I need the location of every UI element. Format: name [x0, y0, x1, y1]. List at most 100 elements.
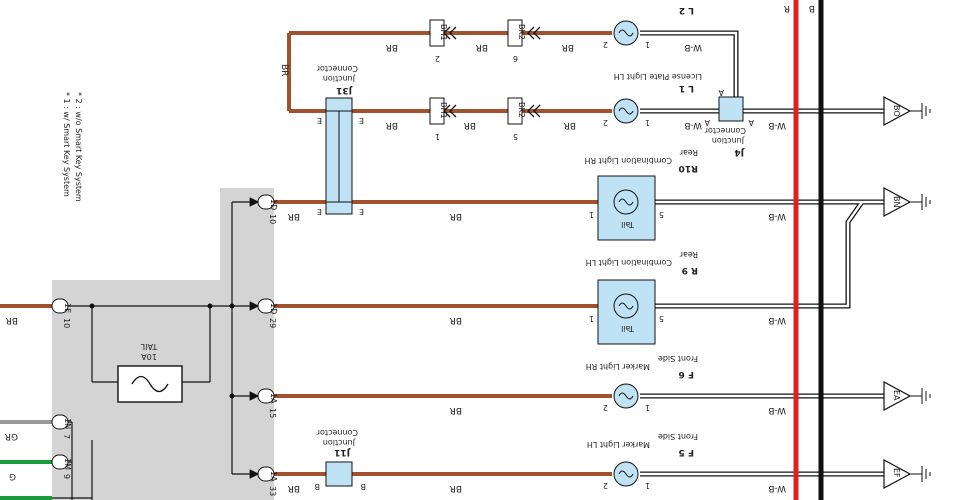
f6-name-2: Marker Light RH	[586, 362, 650, 371]
svg-text:BR: BR	[6, 315, 18, 325]
connector-1m	[51, 454, 69, 470]
r9-tag: Tail	[621, 324, 635, 333]
bk2-pin: 6	[513, 54, 518, 63]
svg-text:W-B: W-B	[768, 211, 786, 221]
svg-text:W-B: W-B	[768, 483, 786, 493]
j31-line1: Junction	[323, 74, 356, 83]
svg-text:BR: BR	[450, 315, 462, 325]
bh1-pin: 1	[435, 132, 440, 141]
bk2-label: BK2	[517, 102, 526, 118]
svg-text:BR: BR	[450, 483, 462, 493]
splice-arrows	[443, 26, 541, 118]
connector-code: 1E	[63, 303, 72, 313]
l1-name: License Plate Light LH	[614, 72, 702, 81]
splice-bk2-top	[507, 19, 523, 47]
connector-pin: 10	[268, 214, 277, 224]
internal-wiring	[52, 197, 260, 500]
ground-ef	[883, 458, 931, 490]
splice-dot	[89, 303, 95, 309]
j4-pin: A	[704, 118, 710, 127]
fuse-rating: 10A	[141, 352, 157, 361]
j11-pin: B	[361, 482, 367, 491]
note-no-smart-key: * 2 : w/o Smart Key System	[74, 92, 83, 202]
ground-label: BO	[892, 105, 901, 117]
j11-pin: B	[315, 482, 321, 491]
r9-code: R 9	[682, 265, 698, 275]
splice-dot	[207, 303, 213, 309]
lamp-l2	[613, 20, 639, 46]
l1-code: L 1	[679, 83, 694, 93]
svg-text:W-B: W-B	[768, 120, 786, 130]
splice-bk2-bot	[507, 97, 523, 125]
r10-name-1: Rear	[679, 148, 698, 157]
fuse-name: TAIL	[140, 342, 158, 351]
f5-pin-a: 2	[603, 481, 608, 490]
lamp-f6	[613, 383, 639, 409]
splice-dot	[229, 393, 235, 399]
svg-text:BR: BR	[562, 42, 574, 52]
r9-name-2: Combination Light LH	[586, 258, 672, 267]
bh1-label: BH1	[439, 24, 448, 41]
j11-connector	[325, 461, 353, 487]
connector-pin: 7	[62, 434, 71, 439]
ground-bo	[883, 95, 931, 127]
j4-line2: Connector	[704, 126, 746, 135]
svg-text:BR: BR	[464, 120, 476, 130]
r10-code: R10	[679, 163, 698, 173]
lamp-l1	[613, 98, 639, 124]
r9-name-1: Rear	[679, 250, 698, 259]
r-wire-label: R	[784, 3, 790, 13]
l2-pin-b: 1	[645, 40, 650, 49]
lamp-r9	[597, 279, 656, 345]
connector-1e	[51, 298, 69, 314]
l1-pin-b: 1	[645, 118, 650, 127]
connector-pin: 9	[62, 474, 71, 479]
svg-text:BR: BR	[386, 42, 398, 52]
connector-code: 1D	[269, 303, 278, 314]
svg-text:BR: BR	[476, 42, 488, 52]
l2-code: L 2	[679, 5, 694, 15]
j11-line2: Connector	[316, 428, 358, 437]
ground-ea	[883, 380, 931, 412]
svg-text:BR: BR	[450, 211, 462, 221]
bh1-label: BH1	[439, 102, 448, 119]
connector-1d-bot	[257, 298, 275, 314]
r10-pin-b: 5	[659, 210, 664, 219]
j11-code: J11	[334, 447, 351, 457]
svg-text:G: G	[9, 471, 16, 481]
connector-code: 1M	[63, 458, 72, 470]
svg-text:W-B: W-B	[684, 42, 702, 52]
b-wire-label: B	[809, 3, 815, 13]
connector-code: 1A	[269, 471, 278, 482]
svg-text:W-B: W-B	[684, 120, 702, 130]
f6-pin-a: 2	[603, 403, 608, 412]
r9-pin-b: 5	[659, 314, 664, 323]
f6-pin-b: 1	[645, 403, 650, 412]
j31-pin: E	[359, 116, 364, 125]
connector-pin: 15	[268, 408, 277, 418]
wire-labels: BR BR BR BR BR BR BR BR BR BR BR BR BR B…	[5, 42, 786, 493]
svg-text:GR: GR	[5, 431, 18, 441]
r10-pin-a: 1	[589, 210, 594, 219]
connector-pin: 33	[268, 486, 277, 496]
connector-code: 1A	[269, 393, 278, 404]
l1-pin-a: 2	[603, 118, 608, 127]
l2-pin-a: 2	[603, 40, 608, 49]
connector-pin: 10	[62, 318, 71, 328]
connector-code: 1N	[63, 418, 72, 429]
note-smart-key: * 1 : w/ Smart Key System	[62, 92, 71, 197]
r10-name-2: Combination Light RH	[585, 156, 673, 165]
j4-line1: Junction	[712, 136, 745, 145]
wb-wires	[640, 30, 884, 477]
svg-text:BR: BR	[386, 120, 398, 130]
connector-pin: 29	[268, 318, 277, 328]
j31-pin: E	[317, 207, 322, 216]
connector-code: 1D	[269, 199, 278, 210]
bh1-pin: 2	[435, 54, 440, 63]
svg-text:BR: BR	[564, 120, 576, 130]
svg-text:BR: BR	[279, 64, 289, 76]
splice-dot	[229, 303, 235, 309]
ground-label: EA	[892, 390, 901, 401]
j31-pin: E	[359, 207, 364, 216]
